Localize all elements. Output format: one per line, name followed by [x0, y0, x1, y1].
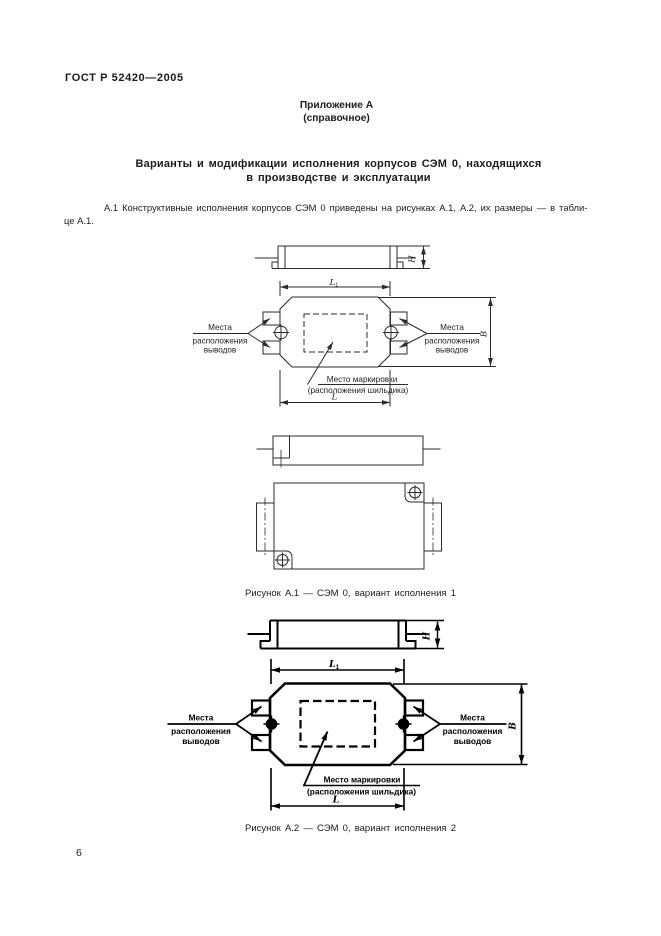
dim-label-l1: L — [329, 278, 336, 288]
fig-a1-dim-l: L — [279, 370, 391, 407]
appendix-header: Приложение А (справочное) — [0, 99, 661, 125]
dim-label-h: H — [423, 631, 433, 641]
label-text: (расположения шильдика) — [308, 386, 409, 395]
fig-a2-dim-l: L — [270, 768, 405, 811]
fig-a2-side-view: H — [247, 619, 444, 650]
fig-a2-dim-h: H — [406, 619, 444, 650]
fig-a2-screw-right — [395, 715, 412, 733]
heading-line2: в производстве и эксплуатации — [246, 172, 431, 184]
fig-a2-dim-b: B — [393, 683, 528, 766]
label-text: выводов — [454, 736, 492, 746]
heading-line1: Варианты и модификации исполнения корпус… — [135, 158, 542, 170]
fig-a1-plan-view: B Места расположения выводов Места распо… — [193, 296, 496, 407]
dim-label-l: L — [332, 795, 340, 806]
label-text: Места — [460, 713, 485, 723]
label-text: выводов — [182, 736, 220, 746]
fig-a1-screw-left — [273, 324, 289, 341]
dim-label-l1-sub: 1 — [335, 283, 338, 289]
fig-a1-right-leads-label: Места расположения выводов — [399, 318, 480, 355]
fig-a2-plan-view: B Места расположения выводов Места распо… — [167, 682, 528, 811]
label-text: расположения — [171, 726, 231, 736]
fig-a2-screw-left — [263, 715, 280, 733]
fig-a1-bottom-view — [256, 482, 442, 570]
fig-a1-lead-tabs — [262, 311, 408, 355]
fig-a1-dim-b: B — [378, 297, 496, 367]
appendix-label: Приложение А — [299, 100, 374, 111]
svg-text:L1: L1 — [328, 659, 340, 671]
label-text: расположения — [193, 337, 248, 346]
fig-a2-left-leads-label: Места расположения выводов — [167, 705, 263, 746]
fig-a1-dim-h: H — [397, 245, 430, 268]
fig-a2-marking-label: Место маркировки (расположения шильдика) — [303, 731, 420, 797]
figure-a2-caption: Рисунок А.2 — СЭМ 0, вариант исполнения … — [244, 823, 456, 834]
paragraph-a1-line2: це А.1. — [64, 214, 94, 226]
dim-label-b: B — [509, 722, 519, 731]
figure-a1-drawing: H L1 — [193, 245, 496, 570]
label-text: Места — [189, 713, 214, 723]
fig-a1-dim-l1: L1 — [279, 278, 391, 296]
label-text: выводов — [204, 346, 237, 355]
svg-text:L1: L1 — [329, 278, 339, 289]
dim-label-b: B — [480, 331, 490, 338]
page-number: 6 — [76, 847, 82, 859]
label-text: Места — [440, 323, 464, 332]
fig-a1-marking-label: Место маркировки (расположения шильдика) — [307, 341, 409, 395]
fig-a1-side-view: H — [255, 245, 430, 269]
label-text: Места — [208, 323, 232, 332]
figure-a1-caption: Рисунок А.1 — СЭМ 0, вариант исполнения … — [244, 588, 456, 599]
fig-a2-right-leads-label: Места расположения выводов — [413, 705, 507, 746]
paragraph-a1-line1: А.1 Конструктивные исполнения корпусов С… — [104, 202, 588, 213]
appendix-type: (справочное) — [303, 113, 370, 124]
label-text: расположения — [425, 337, 480, 346]
label-text: (расположения шильдика) — [307, 787, 416, 797]
dim-label-h: H — [408, 255, 418, 264]
section-heading: Варианты и модификации исполнения корпус… — [0, 157, 661, 185]
fig-a1-left-leads-label: Места расположения выводов — [193, 318, 271, 355]
standard-number: ГОСТ Р 52420—2005 — [65, 72, 184, 84]
fig-a1-screw-top-right — [407, 485, 423, 500]
dim-label-l: L — [331, 393, 338, 403]
label-text: выводов — [436, 346, 469, 355]
fig-a2-lead-tabs — [250, 699, 425, 752]
dim-label-l1-sub: 1 — [336, 665, 340, 671]
label-text: расположения — [443, 726, 503, 736]
label-text: Место маркировки — [327, 375, 398, 384]
fig-a1-marking-area — [303, 313, 368, 353]
fig-a1-side-view-2 — [256, 435, 441, 468]
figure-a2-drawing: H L1 — [167, 619, 528, 811]
fig-a1-screw-bottom-left — [275, 552, 290, 568]
fig-a2-marking-area — [299, 699, 377, 748]
fig-a2-dim-l1: L1 — [270, 659, 405, 684]
fig-a1-screw-right — [383, 324, 399, 341]
label-text: Место маркировки — [324, 775, 401, 785]
dim-label-l1: L — [328, 659, 336, 670]
